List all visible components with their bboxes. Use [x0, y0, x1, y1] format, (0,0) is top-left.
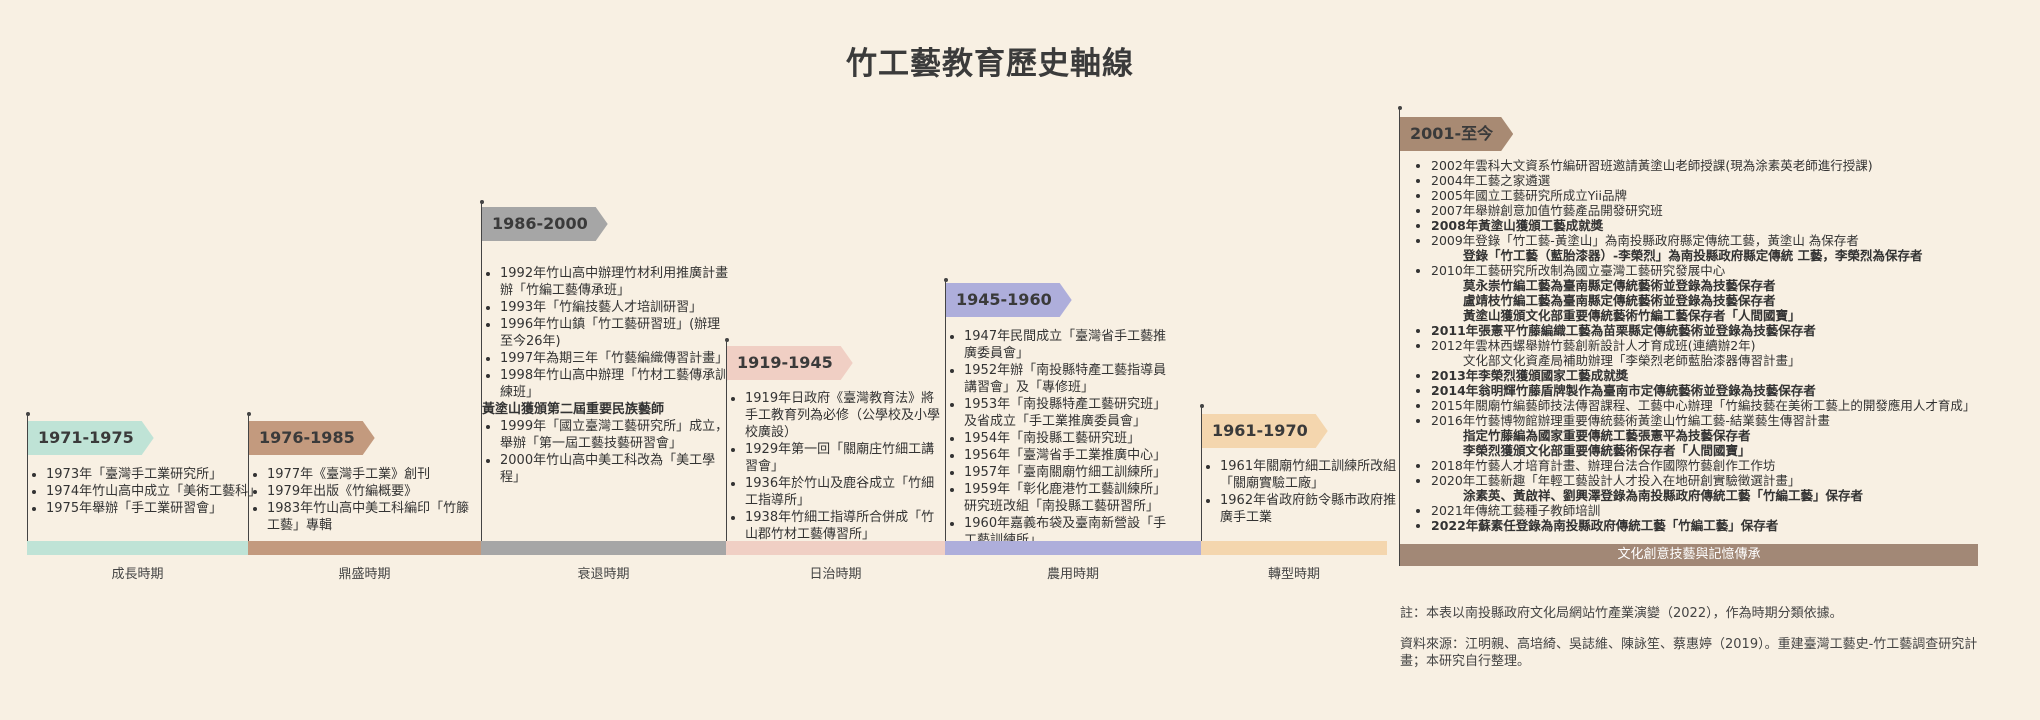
list-item-sub: 指定竹藤編為國家重要傳統工藝張憲平為技藝保存者: [1463, 428, 1751, 443]
list-item: 2011年張憲平竹藤編織工藝為苗栗縣定傳統藝術並登錄為技藝保存者: [1431, 323, 2011, 338]
period-label: 農用時期: [1046, 567, 1099, 582]
timeline-bar: [27, 541, 248, 555]
timeline-stem: [1399, 108, 1400, 566]
list-item: 1979年出版《竹編概要》: [267, 483, 479, 500]
event-list: 1961年關廟竹細工訓練所改組「關廟實驗工廠」 1962年省政府飭令縣市政府推廣…: [1202, 458, 1398, 526]
footnote: 註：本表以南投縣政府文化局網站竹產業演變（2022），作為時期分類依據。: [1400, 606, 1843, 621]
stem-dot: [1199, 404, 1204, 408]
stem-dot: [724, 338, 729, 342]
timeline-bar: [1201, 541, 1387, 555]
list-item-sub: 李榮烈獲頒文化部重要傳統藝術保存者「人間國寶」: [1463, 443, 1751, 458]
list-item: 2021年傳統工藝種子教師培訓: [1431, 503, 2011, 518]
stem-dot: [25, 412, 30, 416]
list-item-sub: 文化部文化資產局補助辦理「李榮烈老師藍胎漆器傳習計畫」: [1463, 353, 1801, 368]
list-item: 1936年於竹山及鹿谷成立「竹細工指導所」: [745, 475, 945, 509]
list-item: 1998年竹山高中辦理「竹材工藝傳承訓練班」黃塗山獲頒第二屆重要民族藝師: [482, 367, 732, 418]
list-item: 1993年「竹編技藝人才培訓研習」: [500, 299, 732, 316]
era-tag: 1945-1960: [946, 283, 1072, 317]
list-item: 1929年第一回「關廟庄竹細工講習會」: [745, 441, 945, 475]
event-list: 1992年竹山高中辦理竹材利用推廣計畫辦「竹編工藝傳承班」 1993年「竹編技藝…: [482, 265, 732, 486]
list-item: 2013年李榮烈獲頒國家工藝成就獎: [1431, 368, 2011, 383]
event-list: 2002年雲科大文資系竹編研習班邀請黃塗山老師授課(現為涂素英老師進行授課) 2…: [1413, 158, 2011, 533]
list-item: 2022年蘇素任登錄為南投縣政府傳統工藝「竹編工藝」保存者: [1431, 518, 2011, 533]
list-item: 1992年竹山高中辦理竹材利用推廣計畫辦「竹編工藝傳承班」: [500, 265, 732, 299]
timeline-stem: [27, 414, 28, 555]
timeline-stem: [248, 414, 249, 555]
list-item: 2004年工藝之家遴選: [1431, 173, 2011, 188]
era-tag: 1961-1970: [1202, 414, 1328, 448]
era-tag: 1971-1975: [28, 421, 154, 455]
list-item: 1975年舉辦「手工業研習會」: [46, 500, 259, 517]
timeline-stem: [481, 202, 482, 555]
list-item: 2008年黃塗山獲頒工藝成就獎: [1431, 218, 2011, 233]
era-tag: 1986-2000: [482, 207, 608, 241]
era-tag: 1919-1945: [727, 346, 853, 380]
list-item-sub: 涂素英、黃啟祥、劉興澤登錄為南投縣政府傳統工藝「竹編工藝」保存者: [1463, 488, 1864, 503]
timeline-stem: [945, 280, 946, 555]
source-note: 資料來源：江明親、高培綺、吳誌維、陳詠笙、蔡惠婷（2019）。重建臺灣工藝史-竹…: [1400, 637, 1978, 669]
period-label: 成長時期: [111, 567, 164, 582]
list-item: 2005年國立工藝研究所成立Yii品牌: [1431, 188, 2011, 203]
list-item-sub: 莫永崇竹編工藝為臺南縣定傳統藝術並登錄為技藝保存者: [1463, 278, 1776, 293]
list-item: 2020年工藝新趣「年輕工藝設計人才投入在地研創實驗徵選計畫」涂素英、黃啟祥、劉…: [1431, 473, 2011, 503]
list-item: 2014年翁明輝竹藤盾牌製作為臺南市定傳統藝術並登錄為技藝保存者: [1431, 383, 2011, 398]
list-item: 2016年竹藝博物館辦理重要傳統藝術黃塗山竹編工藝-結業藝生傳習計畫指定竹藤編為…: [1431, 413, 2011, 458]
list-item: 2018年竹藝人才培育計畫、辦理台法合作國際竹藝創作工作坊: [1431, 458, 2011, 473]
era-tag: 2001-至今: [1400, 117, 1513, 151]
list-item-sub: 登錄「竹工藝（藍胎漆器）-李榮烈」為南投縣政府縣定傳統 工藝，李榮烈為保存者: [1463, 248, 1923, 263]
stem-dot: [1397, 106, 1402, 110]
list-item: 1954年「南投縣工藝研究班」: [964, 430, 1174, 447]
list-item: 1947年民間成立「臺灣省手工藝推廣委員會」: [964, 328, 1174, 362]
list-item: 1962年省政府飭令縣市政府推廣手工業: [1220, 492, 1398, 526]
list-item: 2012年雲林西螺舉辦竹藝創新設計人才育成班(連續辦2年)文化部文化資產局補助辦…: [1431, 338, 2011, 368]
list-item-sub: 黃塗山獲頒第二屆重要民族藝師: [482, 402, 665, 417]
timeline-bar: [945, 541, 1201, 555]
list-item: 1996年竹山鎮「竹工藝研習班」(辦理至今26年): [500, 316, 732, 350]
era-banner: 文化創意技藝與記憶傳承: [1400, 544, 1978, 566]
period-label: 轉型時期: [1267, 567, 1320, 582]
timeline-stem: [1201, 406, 1202, 555]
list-item: 1961年關廟竹細工訓練所改組「關廟實驗工廠」: [1220, 458, 1398, 492]
page-title: 竹工藝教育歷史軸線: [846, 46, 1134, 82]
list-item: 1919年日政府《臺灣教育法》將手工教育列為必修（公學校及小學校廣設）: [745, 390, 945, 441]
list-item: 1952年辦「南投縣特產工藝指導員講習會」及「專修班」: [964, 362, 1174, 396]
period-label: 日治時期: [809, 567, 862, 582]
list-item: 2002年雲科大文資系竹編研習班邀請黃塗山老師授課(現為涂素英老師進行授課): [1431, 158, 2011, 173]
list-item: 1977年《臺灣手工業》創刊: [267, 466, 479, 483]
list-item: 1997年為期三年「竹藝編織傳習計畫」: [500, 350, 732, 367]
list-item: 1957年「臺南關廟竹細工訓練所」: [964, 464, 1174, 481]
stem-dot: [943, 278, 948, 282]
list-item: 2009年登錄「竹工藝-黃塗山」為南投縣政府縣定傳統工藝，黃塗山 為保存者登錄「…: [1431, 233, 2011, 263]
list-item-sub: 黃塗山獲頒文化部重要傳統藝術竹編工藝保存者「人間國寶」: [1463, 308, 1801, 323]
stem-dot: [246, 412, 251, 416]
event-list: 1947年民間成立「臺灣省手工藝推廣委員會」 1952年辦「南投縣特產工藝指導員…: [946, 328, 1174, 549]
event-list: 1973年「臺灣手工業研究所」 1974年竹山高中成立「美術工藝科」 1975年…: [28, 466, 261, 517]
list-item-sub: 盧靖枝竹編工藝為臺南縣定傳統藝術並登錄為技藝保存者: [1463, 293, 1776, 308]
list-item: 1953年「南投縣特產工藝研究班」及省成立「手工業推廣委員會」: [964, 396, 1174, 430]
list-item: 1974年竹山高中成立「美術工藝科」: [46, 483, 261, 500]
list-item: 1938年竹細工指導所合併成「竹山郡竹材工藝傳習所」: [745, 509, 945, 543]
event-list: 1919年日政府《臺灣教育法》將手工教育列為必修（公學校及小學校廣設） 1929…: [727, 390, 945, 543]
event-list: 1977年《臺灣手工業》創刊 1979年出版《竹編概要》 1983年竹山高中美工…: [249, 466, 479, 534]
timeline-bar: [481, 541, 726, 555]
period-label: 鼎盛時期: [338, 567, 391, 582]
list-item: 1999年「國立臺灣工藝研究所」成立，舉辦「第一屆工藝技藝研習會」: [500, 418, 732, 452]
list-item: 2015年關廟竹編藝師技法傳習課程、工藝中心辦理「竹編技藝在美術工藝上的開發應用…: [1431, 398, 2011, 413]
list-item: 1983年竹山高中美工科編印「竹籐工藝」專輯: [267, 500, 479, 534]
era-tag: 1976-1985: [249, 421, 375, 455]
timeline-bar: [726, 541, 945, 555]
stem-dot: [479, 200, 484, 204]
timeline-stem: [726, 340, 727, 555]
period-label: 衰退時期: [577, 567, 630, 582]
timeline-bar: [248, 541, 481, 555]
list-item: 1959年「彰化鹿港竹工藝訓練所」研究班改組「南投縣工藝研習所」: [964, 481, 1174, 515]
list-item: 2007年舉辦創意加值竹藝產品開發研究班: [1431, 203, 2011, 218]
list-item: 1956年「臺灣省手工業推廣中心」: [964, 447, 1174, 464]
list-item: 2010年工藝研究所改制為國立臺灣工藝研究發展中心莫永崇竹編工藝為臺南縣定傳統藝…: [1431, 263, 2011, 323]
list-item: 2000年竹山高中美工科改為「美工學程」: [500, 452, 732, 486]
list-item: 1973年「臺灣手工業研究所」: [46, 466, 259, 483]
